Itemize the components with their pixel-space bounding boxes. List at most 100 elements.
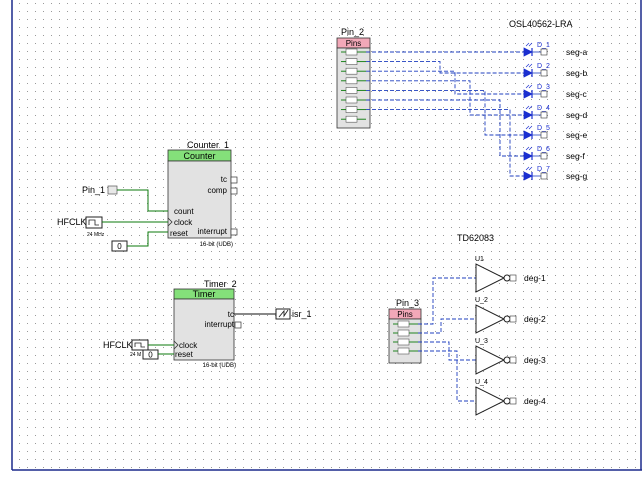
timer-port-reset: reset (175, 350, 194, 359)
counter-header-label: Counter (183, 151, 215, 161)
timer-header-label: Timer (193, 289, 216, 299)
pin2-pin-1[interactable] (345, 48, 358, 56)
pin3-pin-3[interactable] (397, 338, 410, 346)
inverter-triangle-icon (475, 263, 506, 293)
hfclk-counter-label: HFCLK (57, 217, 87, 227)
timer-interrupt-terminal[interactable] (234, 321, 242, 329)
pin1-label: Pin_1 (82, 185, 105, 195)
timer-port-tc: tc (228, 310, 234, 319)
driver-wires (418, 277, 476, 402)
led-terminal[interactable] (540, 48, 548, 56)
counter-comp-terminal[interactable] (230, 187, 238, 195)
const-timer-symbol[interactable]: 0 (142, 349, 159, 360)
light-emission-icon (525, 125, 533, 130)
segment-wire (366, 80, 524, 116)
counter-port-comp: comp (207, 186, 227, 195)
pin3-pin-2[interactable] (397, 329, 410, 337)
pin3-component[interactable]: Pin_3 Pins (388, 298, 422, 364)
counter-port-reset: reset (170, 229, 189, 238)
buffer-output-terminal[interactable] (509, 397, 517, 405)
const-counter-symbol[interactable]: 0 (111, 240, 128, 252)
segment-label: seg-f (566, 151, 586, 161)
led-d-2[interactable]: D_2 seg-b (523, 63, 588, 78)
light-emission-icon (525, 42, 533, 47)
buffer-output-label: deg-3 (524, 355, 546, 365)
timer-footer: 16-bit (UDB) (203, 363, 236, 369)
light-emission-icon (525, 146, 533, 151)
hfclk-timer-freq: 24 M (130, 352, 141, 358)
pin3-pin-list (393, 320, 418, 355)
led-terminal[interactable] (540, 69, 548, 77)
pin3-pin-4[interactable] (397, 347, 410, 355)
led-terminal[interactable] (540, 131, 548, 139)
isr-box[interactable] (275, 308, 291, 320)
pin2-header-label: Pins (346, 39, 362, 48)
diode-icon (523, 110, 533, 120)
led-terminal[interactable] (540, 111, 548, 119)
pin2-pin-8[interactable] (345, 115, 358, 123)
inverter-triangle-icon (475, 345, 506, 375)
interrupt-icon (278, 309, 289, 318)
pin2-pin-4[interactable] (345, 77, 358, 85)
isr-symbol[interactable]: isr_1 (275, 308, 312, 320)
diode-icon (523, 47, 533, 57)
buffer-output-terminal[interactable] (509, 274, 517, 282)
light-emission-icon (525, 166, 533, 171)
segment-label: seg-b (566, 68, 588, 78)
led-terminal[interactable] (540, 172, 548, 180)
counter-component[interactable]: Counter_1 Counter count clock reset tc c… (167, 140, 238, 248)
buffer-output-label: deg-1 (524, 273, 546, 283)
inverter-bubble-icon (503, 397, 511, 405)
pin2-pin-6[interactable] (345, 96, 358, 104)
pin2-pin-3[interactable] (345, 67, 358, 75)
led-label: D_2 (537, 63, 550, 70)
driver-title: TD62083 (457, 233, 494, 243)
led-terminal[interactable] (540, 152, 548, 160)
pin2-pin-7[interactable] (345, 106, 358, 113)
pin2-pin-5[interactable] (345, 87, 358, 94)
counter-interrupt-terminal[interactable] (230, 228, 238, 236)
pin2-instance-name: Pin_2 (341, 27, 364, 37)
segment-wires (366, 51, 524, 177)
hfclk-timer-label: HFCLK (103, 340, 133, 350)
counter-port-tc: tc (221, 175, 227, 184)
segment-wire (366, 89, 524, 136)
driver-wire (418, 350, 476, 402)
led-terminal[interactable] (540, 90, 548, 98)
segment-wire (366, 99, 524, 157)
light-emission-icon (525, 105, 533, 110)
counter-tc-terminal[interactable] (230, 176, 238, 184)
grid-dots (12, 0, 642, 470)
timer-component[interactable]: Timer_2 Timer clock reset tc interrupt 1… (173, 279, 242, 369)
inverter-triangle-icon (475, 386, 506, 416)
buffer-output-terminal[interactable] (509, 356, 517, 364)
hfclk-timer-box[interactable] (131, 339, 149, 351)
light-emission-icon (525, 63, 533, 68)
counter-port-clock: clock (174, 218, 193, 227)
pin2-pin-2[interactable] (345, 58, 358, 65)
pin2-component[interactable]: Pin_2 Pins (336, 27, 371, 129)
segment-label: seg-d (566, 110, 588, 120)
pin1-symbol[interactable]: Pin_1 (82, 185, 118, 195)
led-label: D_7 (537, 166, 550, 173)
light-emission-icon (525, 84, 533, 89)
inverter-bubble-icon (503, 315, 511, 323)
driver-wire (418, 277, 476, 325)
pin3-pin-1[interactable] (397, 320, 410, 328)
pin1-terminal[interactable] (107, 185, 118, 195)
buffer-output-terminal[interactable] (509, 315, 517, 323)
hfclk-counter-box[interactable] (85, 216, 103, 229)
